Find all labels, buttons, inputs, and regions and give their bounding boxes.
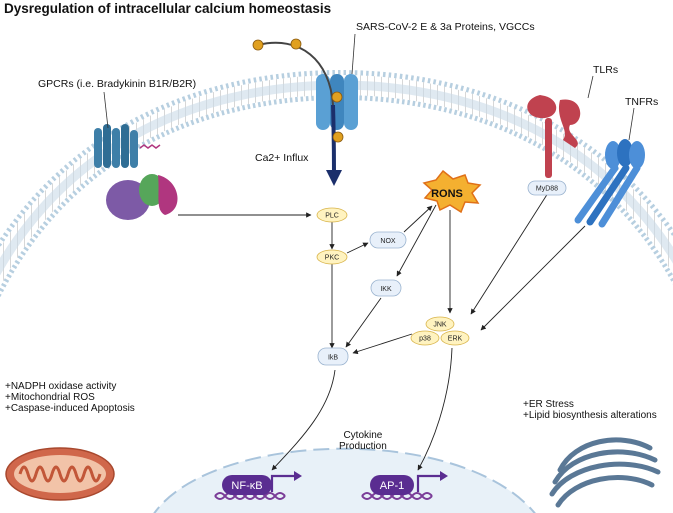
promoter-arrows (270, 474, 442, 492)
diagram-title: Dysregulation of intracellular calcium h… (4, 1, 332, 16)
ikk-label: IKK (380, 286, 392, 293)
promoter-arrowhead-nfkb (294, 471, 302, 481)
mito-effect-ros: +Mitochondrial ROS (5, 392, 95, 403)
plc-node: PLC (316, 207, 348, 223)
ikb-node: IkB (317, 347, 349, 366)
rons-label: RONS (431, 188, 463, 200)
tnfrs-label: TNFRs (625, 96, 659, 108)
cytokine-label-line1: Cytokine (343, 430, 383, 441)
er-effects-list: +ER Stress +Lipid biosynthesis alteratio… (523, 399, 657, 421)
pkc-label: PKC (325, 255, 339, 262)
nfkb-label: NF-κB (231, 480, 262, 492)
mitochondrion-icon (5, 447, 115, 501)
myd88-label: MyD88 (536, 186, 558, 193)
erk-label: ERK (448, 336, 463, 343)
myd88-node: MyD88 (527, 180, 567, 196)
tlr-receptor-icon (527, 95, 581, 178)
calcium-influx-path (252, 38, 344, 186)
plc-label: PLC (325, 213, 339, 220)
cytokine-production-label: Cytokine Production (339, 430, 387, 452)
tlrs-label: TLRs (593, 64, 619, 76)
ap1-label: AP-1 (380, 480, 404, 492)
er-effect-lipid: +Lipid biosynthesis alterations (523, 410, 657, 421)
er-effect-stress: +ER Stress (523, 399, 574, 410)
rons-burst-icon: RONS (422, 169, 482, 214)
nox-label: NOX (380, 238, 396, 245)
tnfr-receptor-icon (574, 139, 645, 228)
mito-effect-apoptosis: +Caspase-induced Apoptosis (5, 403, 135, 414)
sars-cov-2-label: SARS-CoV-2 E & 3a Proteins, VGCCs (356, 21, 535, 33)
endoplasmic-reticulum-icon (549, 437, 661, 508)
gpcr-receptor-icon (94, 124, 178, 220)
label-leader-lines (103, 33, 635, 141)
jnk-label: JNK (433, 322, 447, 329)
gpcr-label: GPCRs (i.e. Bradykinin B1R/B2R) (38, 78, 197, 90)
mapk-cluster: JNK p38 ERK (410, 316, 470, 346)
nucleus (153, 447, 536, 513)
mito-effect-nadph: +NADPH oxidase activity (5, 381, 117, 392)
mitochondrial-effects-list: +NADPH oxidase activity +Mitochondrial R… (5, 381, 135, 414)
ikb-label: IkB (328, 355, 338, 362)
nfkb-node: NF-κB (222, 475, 272, 495)
pathway-arrows (178, 192, 586, 471)
p38-label: p38 (419, 336, 431, 343)
ap1-node: AP-1 (370, 475, 414, 495)
nox-node: NOX (369, 231, 407, 249)
cytokine-label-line2: Production (339, 441, 387, 452)
ca-influx-label: Ca2+ Influx (255, 152, 309, 164)
ikk-node: IKK (370, 279, 402, 297)
promoter-arrowhead-ap1 (440, 471, 448, 481)
pkc-node: PKC (316, 249, 348, 265)
